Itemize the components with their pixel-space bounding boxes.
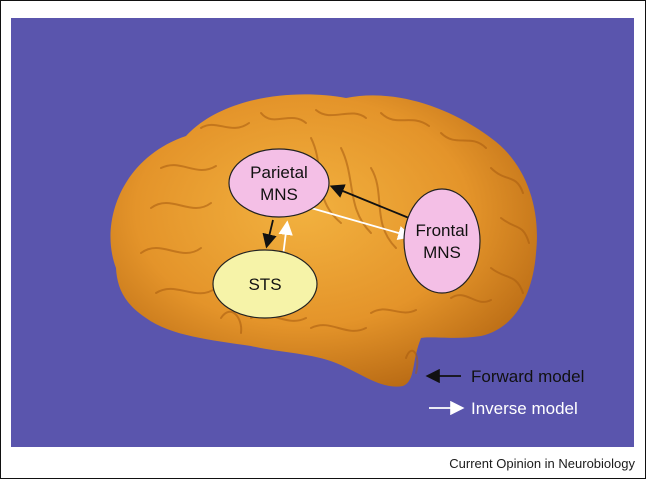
frontal-label-line2: MNS — [423, 243, 461, 262]
parietal-label-line1: Parietal — [250, 163, 308, 182]
legend-forward-label: Forward model — [471, 367, 584, 386]
journal-credit: Current Opinion in Neurobiology — [449, 456, 635, 471]
brain-figure: Parietal MNS Frontal MNS STS Forward mod… — [11, 18, 634, 447]
sts-label: STS — [248, 275, 281, 294]
legend-inverse-label: Inverse model — [471, 399, 578, 418]
frontal-mns-node: Frontal MNS — [404, 189, 480, 293]
parietal-label-line2: MNS — [260, 185, 298, 204]
frontal-label-line1: Frontal — [416, 221, 469, 240]
brain-diagram: Parietal MNS Frontal MNS STS Forward mod… — [11, 18, 634, 447]
sts-node: STS — [213, 250, 317, 318]
parietal-mns-node: Parietal MNS — [229, 149, 329, 217]
